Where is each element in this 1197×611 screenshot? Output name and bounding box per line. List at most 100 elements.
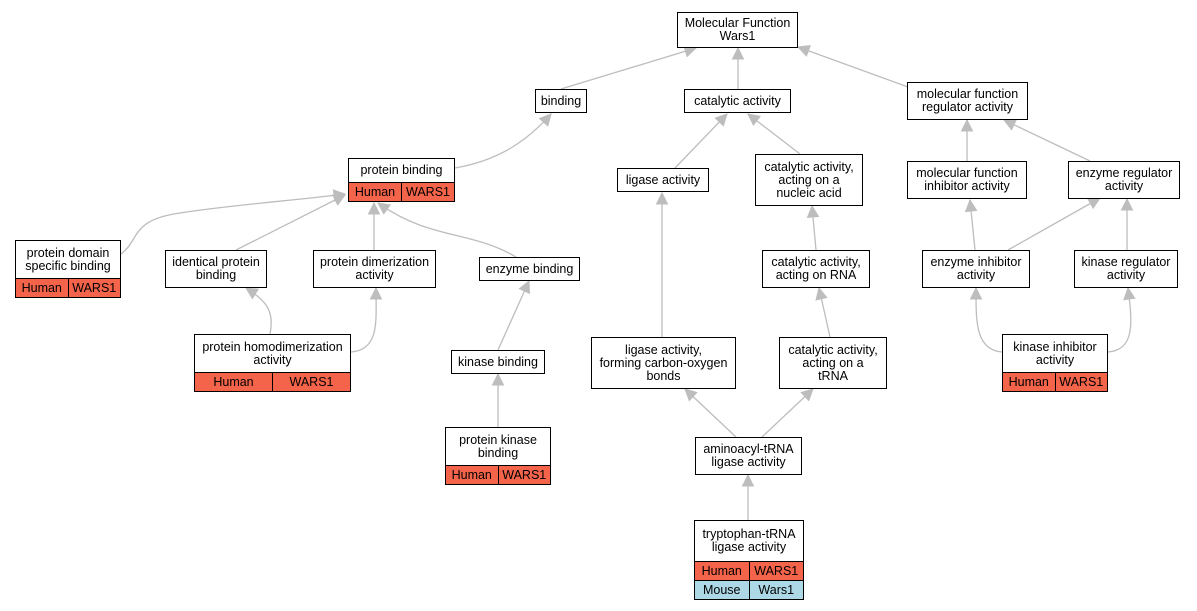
human-annotation-row: Human WARS1 xyxy=(1003,372,1107,391)
node-label: identical protein binding xyxy=(172,255,260,282)
species-cell: Human xyxy=(701,564,742,578)
node-label: protein homodimerization activity xyxy=(202,339,343,367)
edge-kinbind-enzbind xyxy=(497,280,530,351)
edge-aatrna-ligaseco xyxy=(684,388,737,438)
mouse-annotation-row: Mouse Wars1 xyxy=(695,580,803,599)
arrowhead-pdomain-protbind-2 xyxy=(332,189,347,202)
species-cell: Human xyxy=(21,281,62,295)
arrowhead-protbind-binding xyxy=(538,113,552,127)
arrowhead-enzinhib-mfinhib xyxy=(964,198,978,213)
node-mfinhib[interactable]: molecular function inhibitor activity xyxy=(907,161,1027,199)
node-label: catalytic activity, acting on a nucleic … xyxy=(764,159,854,200)
node-aatrna[interactable]: aminoacyl-tRNA ligase activity xyxy=(695,437,802,475)
gene-cell: WARS1 xyxy=(1054,373,1108,391)
node-enzbind[interactable]: enzyme binding xyxy=(479,257,580,281)
arrowhead-homodimer-identical xyxy=(245,287,260,300)
node-kinbind[interactable]: kinase binding xyxy=(451,350,545,374)
node-label: catalytic activity, acting on RNA xyxy=(771,255,861,282)
arrowhead-ligase-catalytic xyxy=(714,113,728,127)
species-cell: Human xyxy=(213,375,254,389)
edge-enzinhib-enzreg xyxy=(1007,197,1101,251)
arrowhead-ligaseco-ligase xyxy=(655,191,669,205)
node-label: enzyme binding xyxy=(485,261,574,276)
gene-cell: WARS1 xyxy=(497,466,551,484)
species-cell: Mouse xyxy=(702,583,741,597)
node-enzinhib[interactable]: enzyme inhibitor activity xyxy=(922,250,1030,288)
node-kinreg[interactable]: kinase regulator activity xyxy=(1074,250,1178,288)
node-mf[interactable]: Molecular Function Wars1 xyxy=(677,12,798,48)
node-label: catalytic activity xyxy=(694,93,781,108)
arrowhead-aatrna-ligaseco xyxy=(684,388,698,402)
arrowhead-mfreg-mf xyxy=(796,45,811,57)
edge-binding-mf xyxy=(560,47,697,90)
human-annotation-row: Human WARS1 xyxy=(446,465,550,484)
edge-enzbind-protbind xyxy=(377,202,517,258)
node-ligaseco[interactable]: ligase activity, forming carbon-oxygen b… xyxy=(591,337,736,389)
arrowhead-aatrna-cattrna xyxy=(800,388,814,402)
edge-protbind-binding xyxy=(454,113,552,169)
node-label: tryptophan-tRNA ligase activity xyxy=(702,527,796,554)
gene-cell: WARS1 xyxy=(748,562,804,580)
human-annotation-row: Human WARS1 xyxy=(695,561,803,580)
node-label: Molecular Function Wars1 xyxy=(684,16,791,43)
gene-cell: WARS1 xyxy=(67,279,121,297)
node-binding[interactable]: binding xyxy=(535,89,587,113)
arrowhead-kinreg-enzreg xyxy=(1120,197,1134,211)
node-label: molecular function inhibitor activity xyxy=(916,166,1018,193)
edge-mfreg-mf xyxy=(797,46,909,88)
arrowhead-homodimer-dimer xyxy=(369,286,383,300)
human-annotation-row: Human WARS1 xyxy=(195,372,350,391)
arrowhead-kininhib-kinreg xyxy=(1123,286,1136,301)
edge-identical-protbind xyxy=(235,194,346,251)
node-label: catalytic activity, acting on a tRNA xyxy=(788,342,878,383)
node-label: binding xyxy=(540,93,582,108)
edge-pdomain-protbind-2 xyxy=(179,193,346,214)
node-label: enzyme regulator activity xyxy=(1075,166,1173,193)
arrowhead-enzreg-mfreg xyxy=(1002,119,1018,131)
arrowhead-cattrna-catrna xyxy=(815,286,828,301)
species-cell: Human xyxy=(354,185,396,199)
arrowhead-catrna-catnuc xyxy=(806,204,820,219)
arrowhead-kinbind-enzbind xyxy=(518,279,531,295)
node-mfreg[interactable]: molecular function regulator activity xyxy=(907,82,1028,120)
node-enzreg[interactable]: enzyme regulator activity xyxy=(1068,161,1180,199)
arrowhead-dimer-protbind xyxy=(367,201,381,215)
gene-cell: WARS1 xyxy=(272,373,350,391)
node-dimer[interactable]: protein dimerization activity xyxy=(313,250,436,288)
edge-pdomain-protbind xyxy=(120,212,181,255)
node-label: kinase binding xyxy=(458,354,538,369)
gene-cell: Wars1 xyxy=(748,581,804,599)
node-label: ligase activity xyxy=(625,172,701,187)
arrowhead-protkinbind-kinbind xyxy=(491,372,505,386)
arrowhead-enzinhib-enzreg xyxy=(1086,197,1101,210)
edge-aatrna-cattrna xyxy=(761,388,814,438)
human-annotation-row: Human WARS1 xyxy=(16,278,120,297)
node-catrna[interactable]: catalytic activity, acting on RNA xyxy=(762,250,870,288)
arrowhead-enzbind-protbind xyxy=(377,202,392,215)
gene-cell: WARS1 xyxy=(401,183,454,201)
node-label: kinase regulator activity xyxy=(1081,255,1171,282)
arrowhead-catalytic-mf xyxy=(731,46,745,60)
node-cattrna[interactable]: catalytic activity, acting on a tRNA xyxy=(779,337,887,389)
node-label: protein domain specific binding xyxy=(25,245,111,273)
edge-ligase-catalytic xyxy=(674,113,728,169)
node-label: kinase inhibitor activity xyxy=(1013,339,1097,367)
node-catnuc[interactable]: catalytic activity, acting on a nucleic … xyxy=(755,154,863,206)
node-label: enzyme inhibitor activity xyxy=(930,255,1022,282)
node-label: ligase activity, forming carbon-oxygen b… xyxy=(599,342,728,383)
node-identical[interactable]: identical protein binding xyxy=(165,250,267,288)
node-label: aminoacyl-tRNA ligase activity xyxy=(703,442,794,469)
node-ligase[interactable]: ligase activity xyxy=(617,168,709,192)
node-label: protein kinase binding xyxy=(459,432,537,460)
node-label: protein binding xyxy=(360,163,443,177)
species-cell: Human xyxy=(1008,375,1049,389)
node-catalytic[interactable]: catalytic activity xyxy=(684,89,791,113)
species-cell: Human xyxy=(451,468,492,482)
